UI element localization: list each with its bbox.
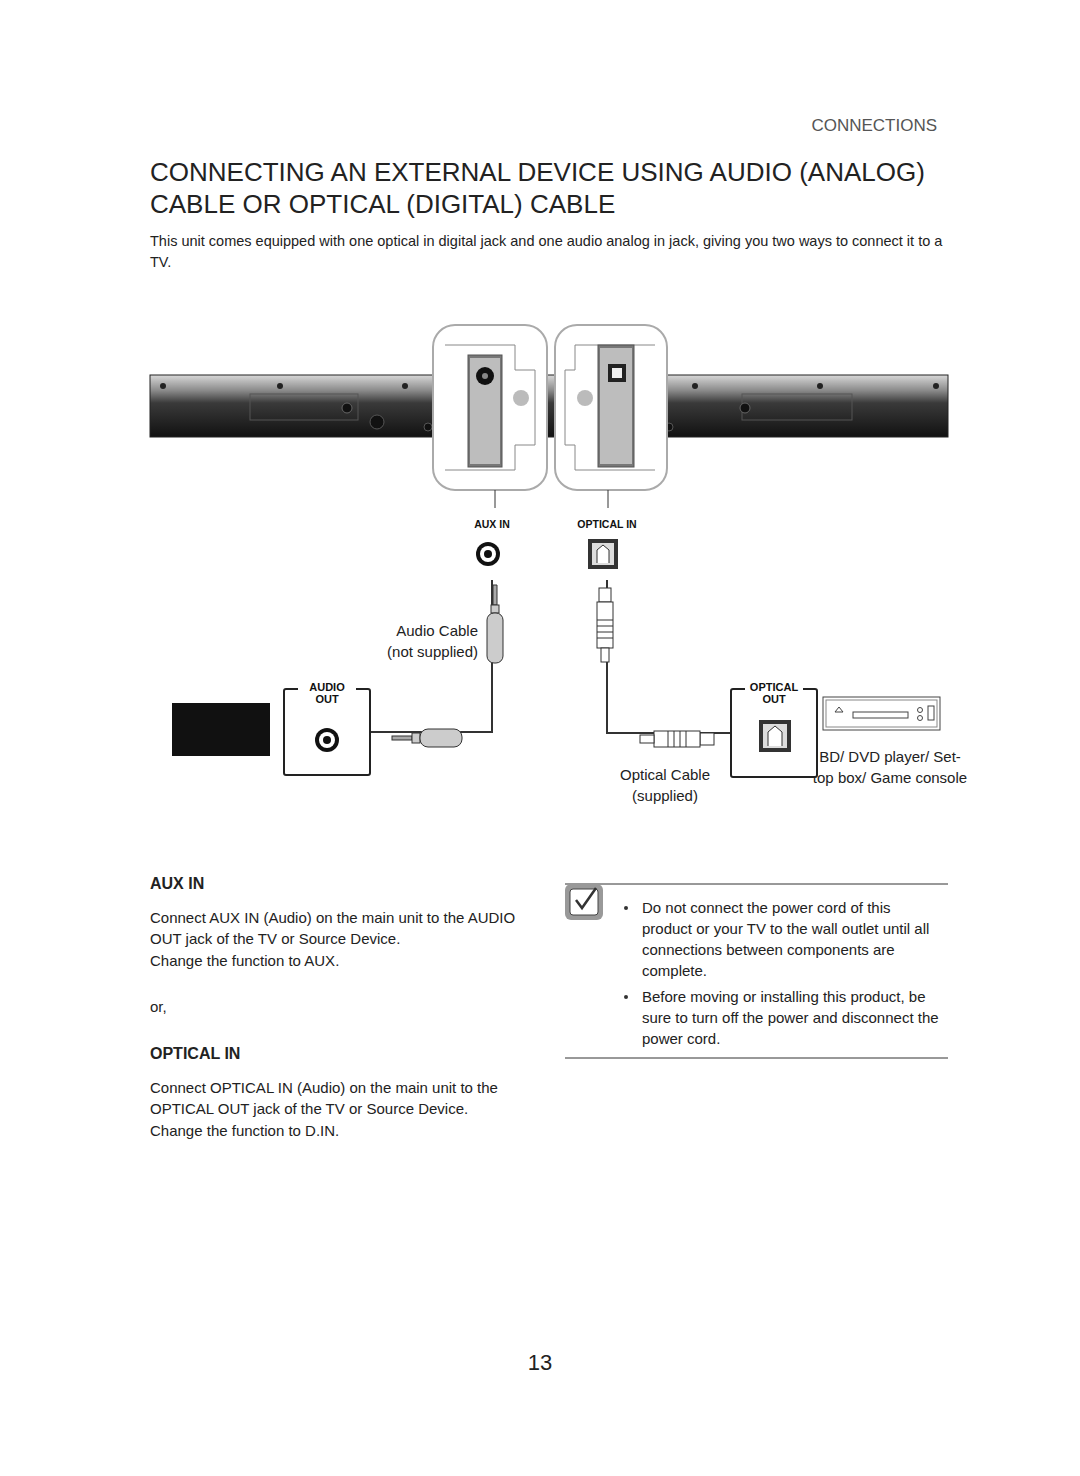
optical-plug [597, 588, 714, 747]
jack-label: OPTICAL OUT [745, 681, 803, 705]
audio-plug [392, 585, 503, 747]
cable-label: Audio Cable (not supplied) [368, 620, 480, 662]
cable-label: Optical Cable (supplied) [610, 764, 720, 806]
soundbar [150, 375, 948, 437]
zoom-callout [433, 325, 667, 508]
bullet-dot [624, 906, 628, 910]
optical-in-jack: OPTICAL IN [568, 518, 646, 580]
cable [607, 580, 730, 733]
page-title: CONNECTING AN EXTERNAL DEVICE USING AUDI… [150, 156, 960, 220]
body-text: Change the function to AUX. [150, 950, 339, 971]
page-number: 13 [510, 1350, 570, 1376]
body-text: Connect AUX IN (Audio) on the main unit … [150, 907, 535, 949]
intro-text: This unit comes equipped with one optica… [150, 231, 955, 273]
jack-label: OPTICAL IN [568, 518, 646, 530]
disc-player [823, 697, 940, 730]
body-text: or, [150, 996, 167, 1017]
audio-out-jack: AUDIO OUT [283, 688, 371, 776]
bullet-dot [624, 995, 628, 999]
device-caption: BD/ DVD player/ Set-top box/ Game consol… [812, 746, 968, 788]
body-text: Connect OPTICAL IN (Audio) on the main u… [150, 1077, 525, 1119]
optical-out-jack: OPTICAL OUT [730, 688, 818, 778]
section-header: CONNECTIONS [700, 115, 937, 136]
jack-label: AUDIO OUT [298, 681, 356, 705]
note-bullet: Before moving or installing this product… [642, 986, 952, 1049]
section-heading: AUX IN [150, 873, 204, 894]
jack-label: AUX IN [458, 518, 526, 530]
body-text: Change the function to D.IN. [150, 1120, 339, 1141]
note-bullet: Do not connect the power cord of this pr… [642, 897, 942, 981]
tv [172, 703, 270, 756]
aux-in-jack: AUX IN [458, 518, 526, 580]
note-frame [565, 884, 948, 1058]
section-heading: OPTICAL IN [150, 1043, 240, 1064]
